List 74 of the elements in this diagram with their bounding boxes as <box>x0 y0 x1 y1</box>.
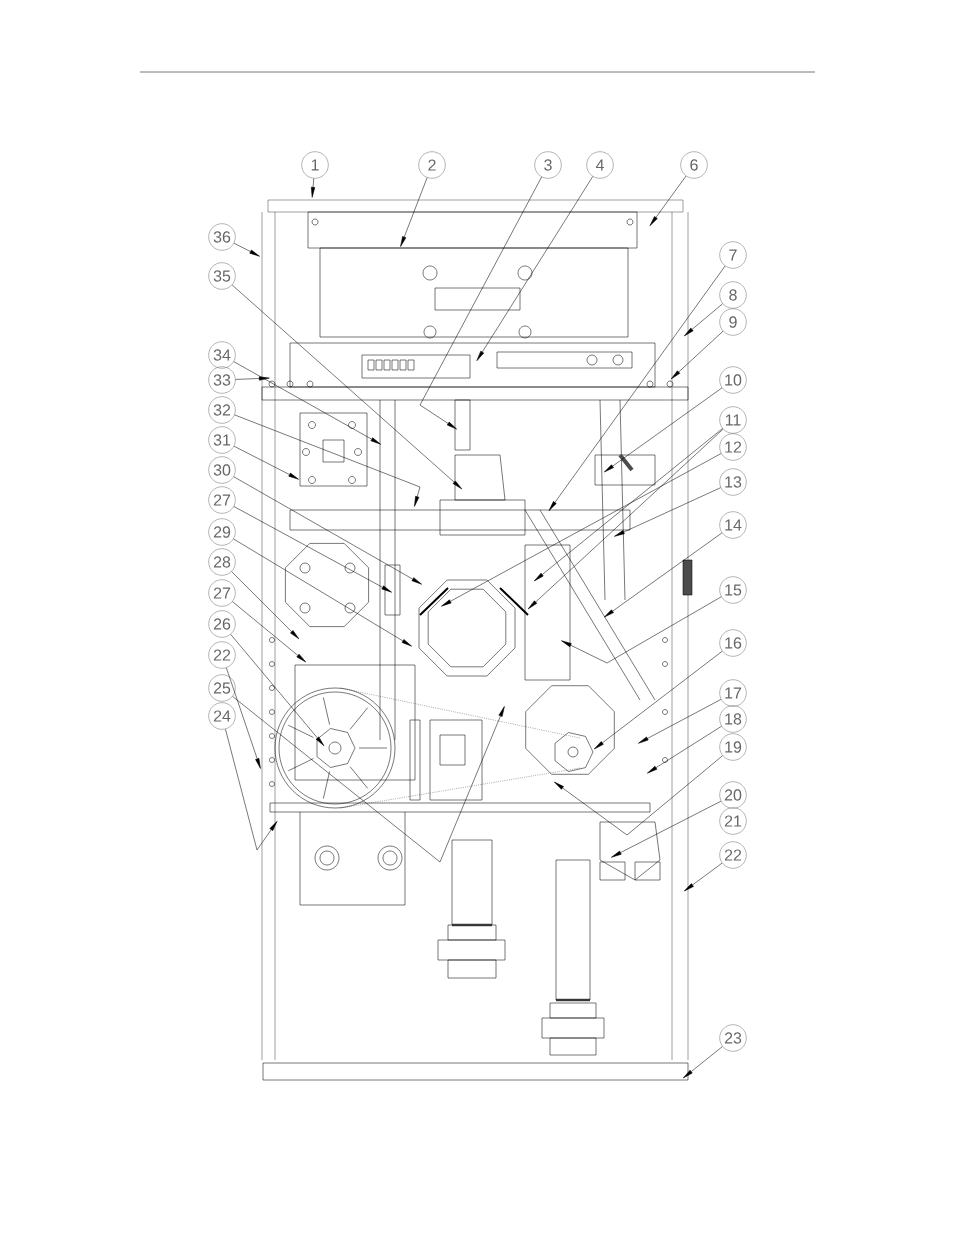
callout-number: 32 <box>208 396 236 424</box>
leader-line <box>234 414 421 507</box>
callout-number: 14 <box>719 511 747 539</box>
leader-line <box>684 862 723 892</box>
leader-line <box>638 699 722 744</box>
callout-number: 10 <box>719 366 747 394</box>
callout-number: 7 <box>719 241 747 269</box>
leader-line <box>232 601 306 663</box>
callout-number: 15 <box>719 576 747 604</box>
leader-line <box>683 1046 723 1079</box>
leader-line <box>233 506 392 593</box>
callout-number: 36 <box>208 223 236 251</box>
leader-line <box>232 696 505 863</box>
callout-number: 25 <box>208 674 236 702</box>
callout-number: 4 <box>586 151 614 179</box>
leader-line <box>604 532 723 618</box>
leader-line <box>476 176 594 361</box>
callout-number: 17 <box>719 679 747 707</box>
leader-line <box>611 800 722 858</box>
callout-number: 33 <box>208 366 236 394</box>
callout-number: 27 <box>208 579 236 607</box>
leader-line <box>419 176 542 430</box>
leader-line <box>684 303 723 337</box>
leader-line <box>400 177 428 247</box>
leader-line <box>594 651 723 750</box>
callout-number: 34 <box>208 341 236 369</box>
callout-number: 31 <box>208 426 236 454</box>
callout-number: 11 <box>719 406 747 434</box>
leader-line <box>226 667 261 769</box>
leader-line <box>604 387 723 473</box>
leader-line <box>233 445 299 480</box>
leader-line <box>548 265 726 511</box>
leader-line <box>233 242 260 257</box>
callout-number: 21 <box>719 807 747 835</box>
leader-line <box>233 361 381 445</box>
callout-number: 12 <box>719 433 747 461</box>
callout-number: 23 <box>719 1024 747 1052</box>
callout-number: 9 <box>719 308 747 336</box>
callout-number: 19 <box>719 733 747 761</box>
leader-line <box>230 634 325 747</box>
leader-line <box>561 596 722 664</box>
leader-line <box>647 726 722 774</box>
leader-line <box>235 376 270 381</box>
callout-number: 28 <box>208 548 236 576</box>
callout-number: 16 <box>719 629 747 657</box>
leader-line <box>670 330 724 380</box>
callout-number: 8 <box>719 281 747 309</box>
callout-number: 20 <box>719 781 747 809</box>
callout-number: 24 <box>208 702 236 730</box>
callout-number: 26 <box>208 610 236 638</box>
callout-number: 29 <box>208 518 236 546</box>
leader-line <box>233 538 412 647</box>
callout-number: 22 <box>208 641 236 669</box>
leader-line <box>649 175 687 226</box>
callout-number: 27 <box>208 486 236 514</box>
leader-line <box>231 571 300 640</box>
callout-number: 3 <box>534 151 562 179</box>
callout-number: 18 <box>719 705 747 733</box>
callout-number: 30 <box>208 456 236 484</box>
leader-line <box>554 755 723 836</box>
leader-line <box>534 428 723 582</box>
callout-number: 22 <box>719 841 747 869</box>
callout-number: 2 <box>418 151 446 179</box>
leader-line <box>225 728 278 851</box>
leader-line <box>231 284 463 490</box>
callout-number: 13 <box>719 468 747 496</box>
callout-number: 1 <box>301 151 329 179</box>
leader-line <box>233 476 422 585</box>
leader-line <box>441 453 722 607</box>
leader-line <box>311 178 316 198</box>
leader-line <box>527 428 724 610</box>
callout-number: 6 <box>680 151 708 179</box>
leader-line <box>614 487 721 537</box>
callout-number: 35 <box>208 262 236 290</box>
